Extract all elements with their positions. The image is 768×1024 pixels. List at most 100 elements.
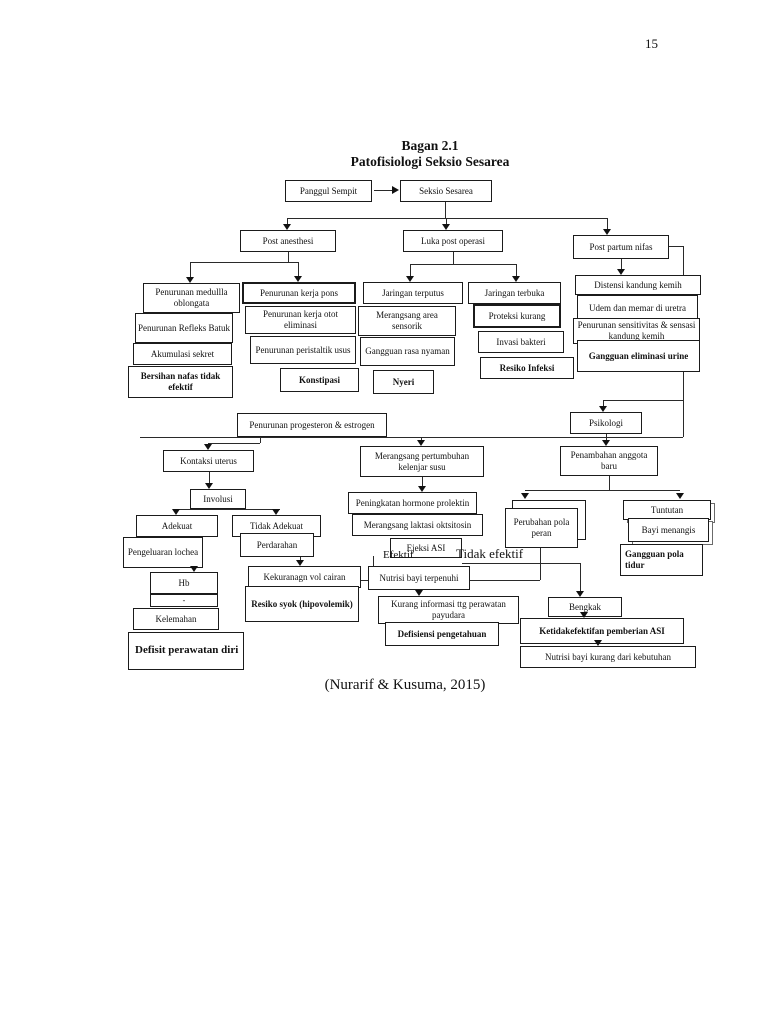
connector [288, 252, 289, 262]
node-kekurangan-vol-cairan: Kekuranagn vol cairan [248, 566, 361, 588]
connector [462, 563, 580, 564]
connector [287, 218, 607, 219]
node-gangguan-pola-tidur: Gangguan pola tidur [620, 544, 703, 576]
node-penurunan-kerja-otot-eliminasi: Penurunan kerja otot eliminasi [245, 306, 356, 334]
arrow-down-icon [190, 566, 198, 572]
node-panggul-sempit: Panggul Sempit [285, 180, 372, 202]
connector [453, 252, 454, 264]
connector [445, 202, 446, 218]
citation: (Nurarif & Kusuma, 2015) [324, 677, 486, 693]
node-perdarahan: Perdarahan [240, 533, 314, 557]
node-distensi-kandung-kemih: Distensi kandung kemih [575, 275, 701, 295]
connector [208, 443, 260, 444]
node-jaringan-terputus: Jaringan terputus [363, 282, 463, 304]
node-penambahan-anggota-baru: Penambahan anggota baru [560, 446, 658, 476]
node-defisit-perawatan-diri: Defisit perawatan diri [128, 632, 244, 670]
arrow-down-icon [676, 493, 684, 499]
node-hb: Hb [150, 572, 218, 594]
title-line2: Patofisiologi Seksio Sesarea [350, 153, 510, 169]
node-post-anesthesi: Post anesthesi [240, 230, 336, 252]
page-number: 15 [645, 36, 658, 51]
arrow-down-icon [603, 229, 611, 235]
node-konstipasi: Konstipasi [280, 368, 359, 392]
arrow-down-icon [205, 483, 213, 489]
node-pengeluaran-lochea: Pengeluaran lochea [123, 537, 203, 568]
node-kurang-informasi-payudara: Kurang informasi ttg perawatan payudara [378, 596, 519, 624]
node-seksio-sesarea: Seksio Sesarea [400, 180, 492, 202]
arrow-down-icon [417, 440, 425, 446]
connector [446, 218, 447, 224]
connector [190, 262, 191, 277]
label-efektif: Efektif [383, 549, 414, 561]
node-post-partum-nifas: Post partum nifas [573, 235, 669, 259]
arrow-down-icon [283, 224, 291, 230]
node-penurunan-progesteron-estrogen: Penurunan progesteron & estrogen [237, 413, 387, 437]
connector [298, 262, 299, 276]
node-ejeksi-asi: Ejeksi ASI [390, 538, 462, 558]
node-bersihan-nafas-tidak-efektif: Bersihan nafas tidak efektif [128, 366, 233, 398]
node-kontaksi-uterus: Kontaksi uterus [163, 450, 254, 472]
arrow-right-icon [392, 186, 399, 194]
connector [580, 563, 581, 591]
connector [609, 476, 610, 490]
node-involusi: Involusi [190, 489, 246, 509]
arrow-down-icon [594, 640, 602, 646]
connector [525, 490, 680, 491]
connector [422, 477, 423, 486]
arrow-down-icon [294, 276, 302, 282]
connector [603, 400, 683, 401]
connector [621, 259, 622, 269]
node-psikologi: Psikologi [570, 412, 642, 434]
node-penurunan-kerja-pons: Penurunan kerja pons [242, 282, 356, 304]
node-invasi-bakteri: Invasi bakteri [478, 331, 564, 353]
connector [669, 246, 683, 247]
label-tidak-efektif: Tidak efektif [456, 546, 524, 561]
connector [607, 218, 608, 229]
arrow-down-icon [602, 440, 610, 446]
node-perubahan-pola-peran: Perubahan pola peran [505, 508, 578, 548]
arrow-down-icon [272, 509, 280, 515]
arrow-down-icon [418, 486, 426, 492]
arrow-down-icon [442, 224, 450, 230]
node-hb-indicator: - [150, 594, 218, 607]
connector [140, 437, 683, 438]
node-adekuat: Adekuat [136, 515, 218, 537]
node-luka-post-operasi: Luka post operasi [403, 230, 503, 252]
connector [176, 509, 280, 510]
node-merangsang-area-sensorik: Merangsang area sensorik [358, 306, 456, 336]
connector [421, 437, 422, 441]
arrow-down-icon [406, 276, 414, 282]
node-penurunan-medulla: Penurunan medullla oblongata [143, 283, 240, 313]
connector [410, 264, 516, 265]
node-penurunan-refleks-batuk: Penurunan Refleks Batuk [135, 313, 233, 343]
arrow-down-icon [576, 591, 584, 597]
node-resiko-infeksi: Resiko Infeksi [480, 357, 574, 379]
arrow-down-icon [186, 277, 194, 283]
node-merangsang-pertumbuhan: Merangsang pertumbuhan kelenjar susu [360, 446, 484, 477]
connector [374, 190, 393, 191]
title-line1: Bagan 2.1 [401, 138, 459, 153]
connector [300, 557, 301, 561]
node-akumulasi-sekret: Akumulasi sekret [133, 343, 232, 365]
arrow-down-icon [599, 406, 607, 412]
node-proteksi-kurang: Proteksi kurang [473, 304, 561, 328]
node-tuntutan: Tuntutan [623, 500, 711, 520]
node-ketidakefektifan-asi: Ketidakefektifan pemberian ASI [520, 618, 684, 644]
arrow-down-icon [512, 276, 520, 282]
connector [373, 556, 374, 566]
arrow-down-icon [415, 590, 423, 596]
diagram-title: Bagan 2.1 Patofisiologi Seksio Sesarea [130, 138, 730, 169]
node-nyeri: Nyeri [373, 370, 434, 394]
node-merangsang-laktasi: Merangsang laktasi oktsitosin [352, 514, 483, 536]
connector [516, 264, 517, 276]
connector [540, 548, 541, 580]
connector [190, 262, 298, 263]
arrow-down-icon [296, 560, 304, 566]
node-defisiensi-pengetahuan: Defisiensi pengetahuan [385, 622, 499, 646]
arrow-down-icon [580, 612, 588, 618]
connector [260, 437, 261, 443]
arrow-down-icon [617, 269, 625, 275]
node-peningkatan-prolektin: Peningkatan hormone prolektin [348, 492, 477, 514]
connector [287, 218, 288, 224]
